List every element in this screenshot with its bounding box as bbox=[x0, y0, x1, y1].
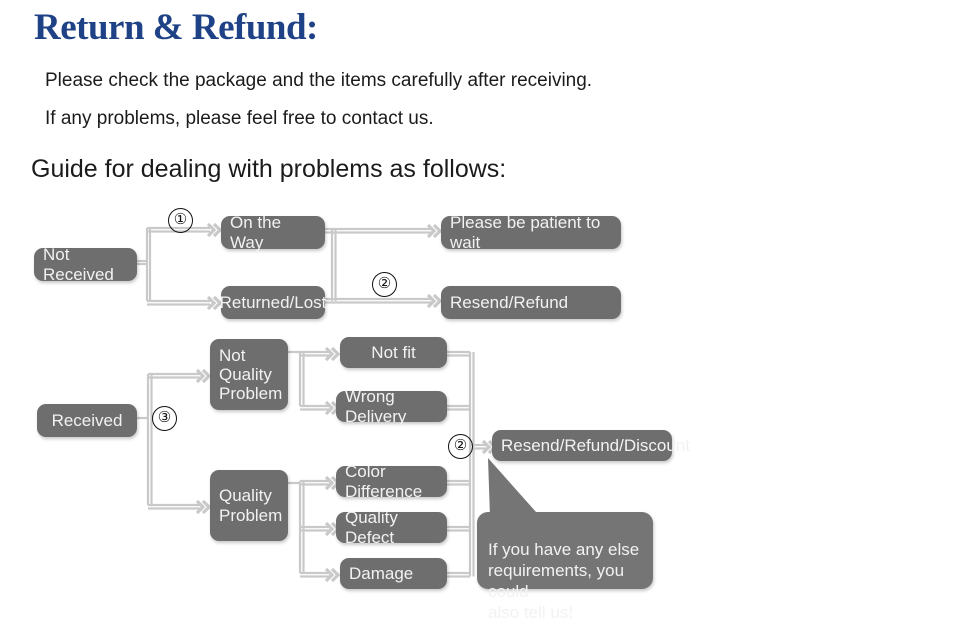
node-label: Not Received bbox=[43, 245, 114, 284]
intro-line-2: If any problems, please feel free to con… bbox=[45, 108, 434, 129]
step-marker-2-bottom: ② bbox=[448, 434, 473, 459]
node-label: Returned/Lost bbox=[219, 292, 327, 312]
node-not-received[interactable]: Not Received bbox=[34, 245, 137, 284]
guide-heading: Guide for dealing with problems as follo… bbox=[31, 155, 507, 183]
node-label: Resend/Refund bbox=[450, 292, 569, 312]
node-label: Not fit bbox=[371, 342, 416, 362]
node-quality-defect[interactable]: Quality Defect bbox=[336, 508, 447, 547]
return-refund-infographic: Return & Refund: Please check the packag… bbox=[31, 7, 691, 622]
node-label: Received bbox=[51, 410, 123, 430]
node-damage[interactable]: Damage bbox=[340, 558, 447, 589]
node-not-fit[interactable]: Not fit bbox=[340, 337, 447, 368]
node-returned-lost[interactable]: Returned/Lost bbox=[219, 286, 327, 319]
node-label: On the Way bbox=[230, 213, 282, 252]
node-label: Quality Defect bbox=[345, 508, 398, 547]
node-label: Not Quality Problem bbox=[219, 345, 283, 404]
node-label: Color Difference bbox=[345, 462, 423, 501]
step-marker-2-top: ② bbox=[372, 272, 397, 297]
step-marker-1: ① bbox=[168, 208, 193, 233]
intro-line-1: Please check the package and the items c… bbox=[45, 70, 593, 91]
node-color-difference[interactable]: Color Difference bbox=[336, 462, 447, 501]
page-title: Return & Refund: bbox=[34, 7, 318, 48]
node-quality-problem[interactable]: Quality Problem bbox=[210, 470, 288, 541]
node-label: Quality Problem bbox=[219, 486, 283, 525]
node-please-be-patient[interactable]: Please be patient to wait bbox=[441, 213, 621, 252]
node-label: Resend/Refund/Discount bbox=[501, 435, 691, 455]
node-not-quality-problem[interactable]: Not Quality Problem bbox=[210, 339, 288, 410]
step-marker-3: ③ bbox=[152, 406, 177, 431]
node-resend-refund-discount[interactable]: Resend/Refund/Discount bbox=[492, 430, 690, 461]
node-on-the-way[interactable]: On the Way bbox=[221, 213, 325, 252]
node-label: Damage bbox=[349, 563, 414, 583]
node-received[interactable]: Received bbox=[37, 404, 137, 437]
flowchart: Not Received On the Way Returned/Lost Pl… bbox=[34, 208, 690, 622]
callout-tail-icon bbox=[488, 458, 544, 521]
node-label: Please be patient to wait bbox=[450, 213, 601, 252]
node-wrong-delivery[interactable]: Wrong Delivery bbox=[336, 387, 447, 426]
node-resend-refund[interactable]: Resend/Refund bbox=[441, 286, 621, 319]
callout-text: If you have any else requirements, you c… bbox=[488, 539, 640, 622]
callout-bubble: If you have any else requirements, you c… bbox=[477, 512, 653, 622]
node-label: Wrong Delivery bbox=[345, 387, 407, 426]
